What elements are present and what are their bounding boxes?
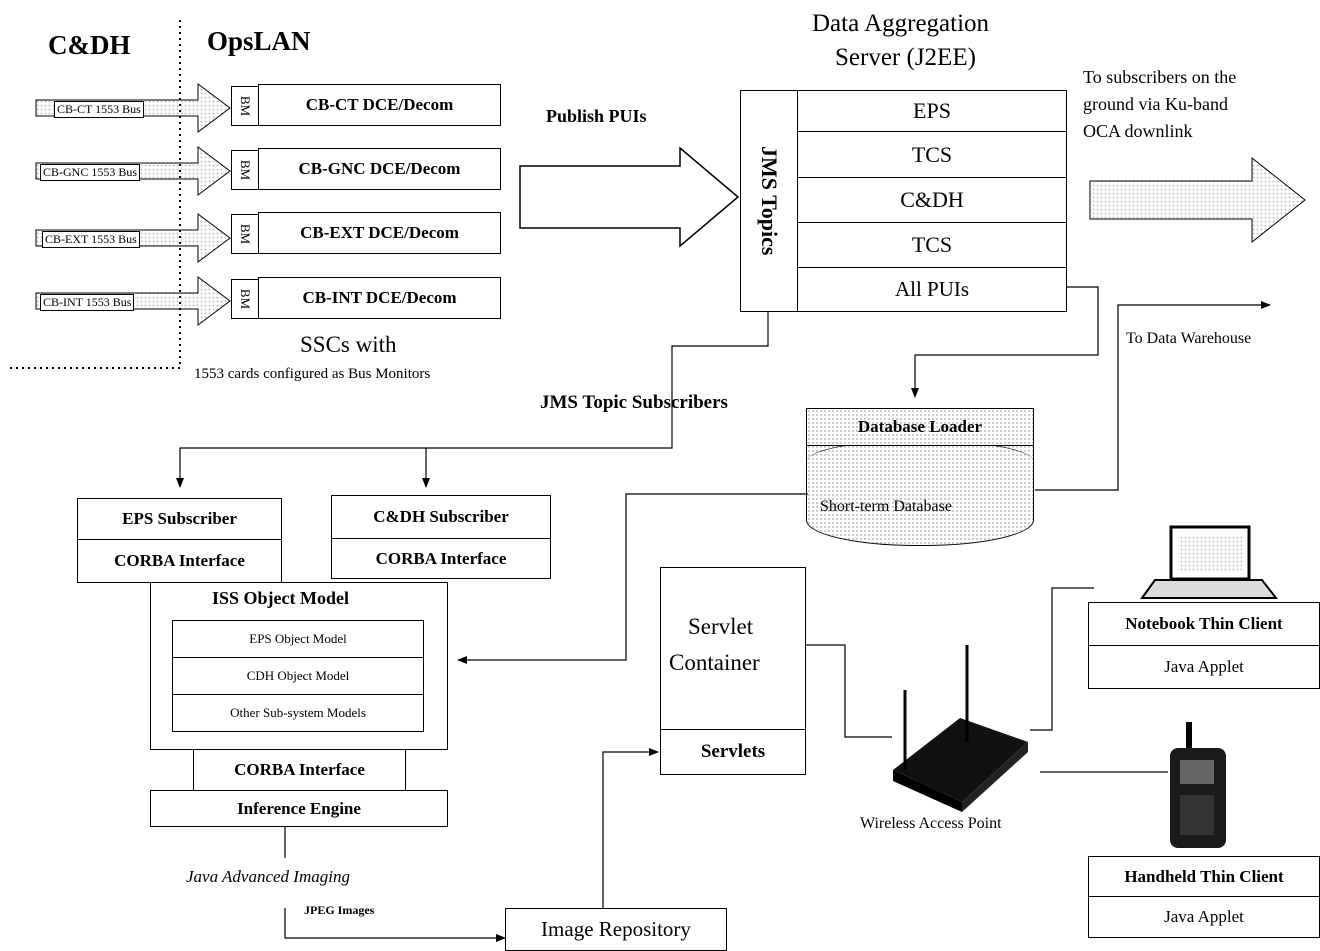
cdh-corba-box: CORBA Interface xyxy=(331,538,551,579)
jpeg-line xyxy=(284,908,506,942)
cdh-subscriber-box: C&DH Subscriber xyxy=(331,495,551,539)
servlet-title-2: Container xyxy=(669,650,760,675)
notebook-java-applet-box: Java Applet xyxy=(1088,645,1320,689)
notebook-thin-client-box: Notebook Thin Client xyxy=(1088,602,1320,646)
dce-box-2: CB-GNC DCE/Decom xyxy=(258,148,501,190)
topic-all-puis: All PUIs xyxy=(797,267,1067,312)
jms-topics-column: JMS Topics xyxy=(740,90,798,312)
db-warehouse-line xyxy=(1035,301,1271,491)
bm-box-1: BM xyxy=(231,86,259,126)
cdh-label: C&DH xyxy=(48,30,131,60)
dce-box-4: CB-INT DCE/Decom xyxy=(258,277,501,319)
topic-cdh: C&DH xyxy=(797,177,1067,223)
handheld-icon xyxy=(1170,722,1226,848)
servlet-ap-line xyxy=(806,644,892,738)
jms-topic-subscribers-label: JMS Topic Subscribers xyxy=(540,392,728,413)
bus-label-2: CB-GNC 1553 Bus xyxy=(40,164,141,181)
eps-object-model-box: EPS Object Model xyxy=(172,620,424,658)
opslan-label: OpsLAN xyxy=(207,26,311,56)
java-advanced-imaging-label: Java Advanced Imaging xyxy=(186,867,350,886)
topic-eps: EPS xyxy=(797,90,1067,132)
dce-box-3: CB-EXT DCE/Decom xyxy=(258,212,501,254)
image-servlet-line xyxy=(602,748,659,908)
eps-subscriber-box: EPS Subscriber xyxy=(77,498,282,540)
downlink-text: To subscribers on the ground via Ku-band… xyxy=(1083,67,1237,141)
sscs-label: SSCs with xyxy=(300,332,397,357)
jpeg-images-label: JPEG Images xyxy=(304,903,375,917)
bus-label-1: CB-CT 1553 Bus xyxy=(54,101,144,118)
eps-corba-box: CORBA Interface xyxy=(77,539,282,583)
database-label: Short-term Database xyxy=(820,498,952,515)
bm-box-3: BM xyxy=(231,214,259,254)
db-objectmodel-line xyxy=(457,493,808,664)
topic-tcs-2: TCS xyxy=(797,222,1067,268)
cdh-object-model-box: CDH Object Model xyxy=(172,657,424,695)
object-model-corba-box: CORBA Interface xyxy=(193,749,406,791)
publish-puis-label: Publish PUIs xyxy=(546,106,647,126)
bm-box-2: BM xyxy=(231,150,259,190)
image-repository-box: Image Repository xyxy=(505,908,727,951)
servlet-title-1: Servlet xyxy=(688,614,754,639)
publish-arrow xyxy=(519,146,740,248)
bm-box-4: BM xyxy=(231,279,259,319)
jms-subscriber-line xyxy=(176,312,769,488)
allpuis-db-line xyxy=(911,286,1099,398)
ap-notebook-line xyxy=(1030,587,1094,731)
topic-tcs-1: TCS xyxy=(797,131,1067,178)
iss-object-model-title: ISS Object Model xyxy=(212,588,349,608)
database-loader-box: Database Loader xyxy=(806,408,1034,446)
wireless-access-point-label: Wireless Access Point xyxy=(860,815,1002,832)
bus-label-4: CB-INT 1553 Bus xyxy=(40,294,135,311)
dce-box-1: CB-CT DCE/Decom xyxy=(258,84,501,126)
servlets-box: Servlets xyxy=(660,729,806,775)
other-models-box: Other Sub-system Models xyxy=(172,694,424,732)
downlink-arrow xyxy=(1089,156,1306,244)
server-title-2: Server (J2EE) xyxy=(835,44,976,71)
handheld-java-applet-box: Java Applet xyxy=(1088,896,1320,938)
server-title-1: Data Aggregation xyxy=(812,10,990,37)
sscs-sub-label: 1553 cards configured as Bus Monitors xyxy=(194,366,431,382)
laptop-icon xyxy=(1140,525,1279,599)
handheld-thin-client-box: Handheld Thin Client xyxy=(1088,856,1320,897)
bus-label-3: CB-EXT 1553 Bus xyxy=(42,231,140,248)
router-icon xyxy=(893,645,1028,812)
to-data-warehouse-label: To Data Warehouse xyxy=(1126,330,1252,347)
inference-engine-box: Inference Engine xyxy=(150,790,448,827)
